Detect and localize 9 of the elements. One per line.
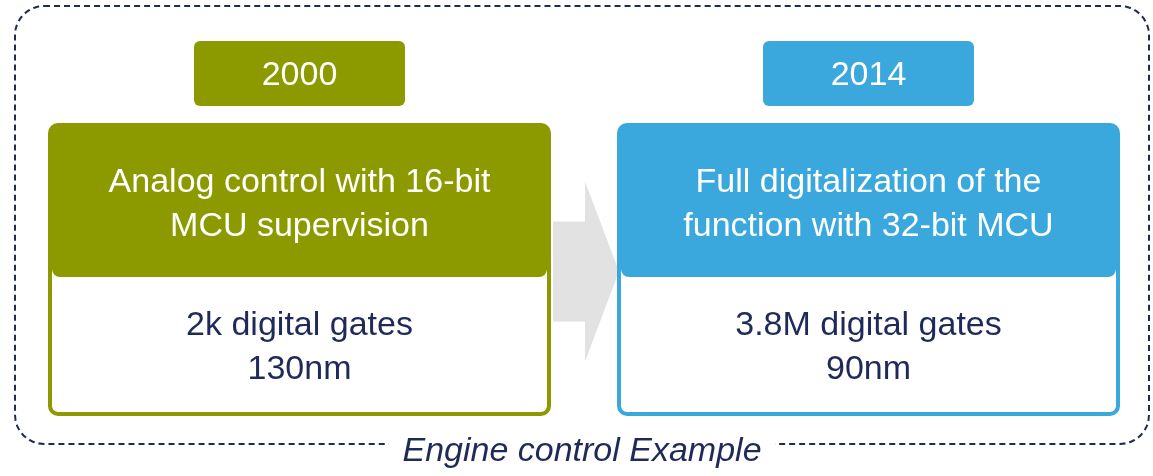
year-tab: 2014 [763,41,974,106]
card-text: 2k digital gates 130nm [185,302,414,388]
year-tab: 2000 [194,41,405,106]
card-text: 3.8M digital gates 90nm [734,302,1003,388]
stage-card [617,123,1120,416]
card-heading: Full digitalization of the function with 32-bit MCU [621,127,1116,277]
stage-card [48,123,551,416]
block-arrow [553,181,619,362]
card-heading: Analog control with 16-bit MCU supervision [52,127,547,277]
